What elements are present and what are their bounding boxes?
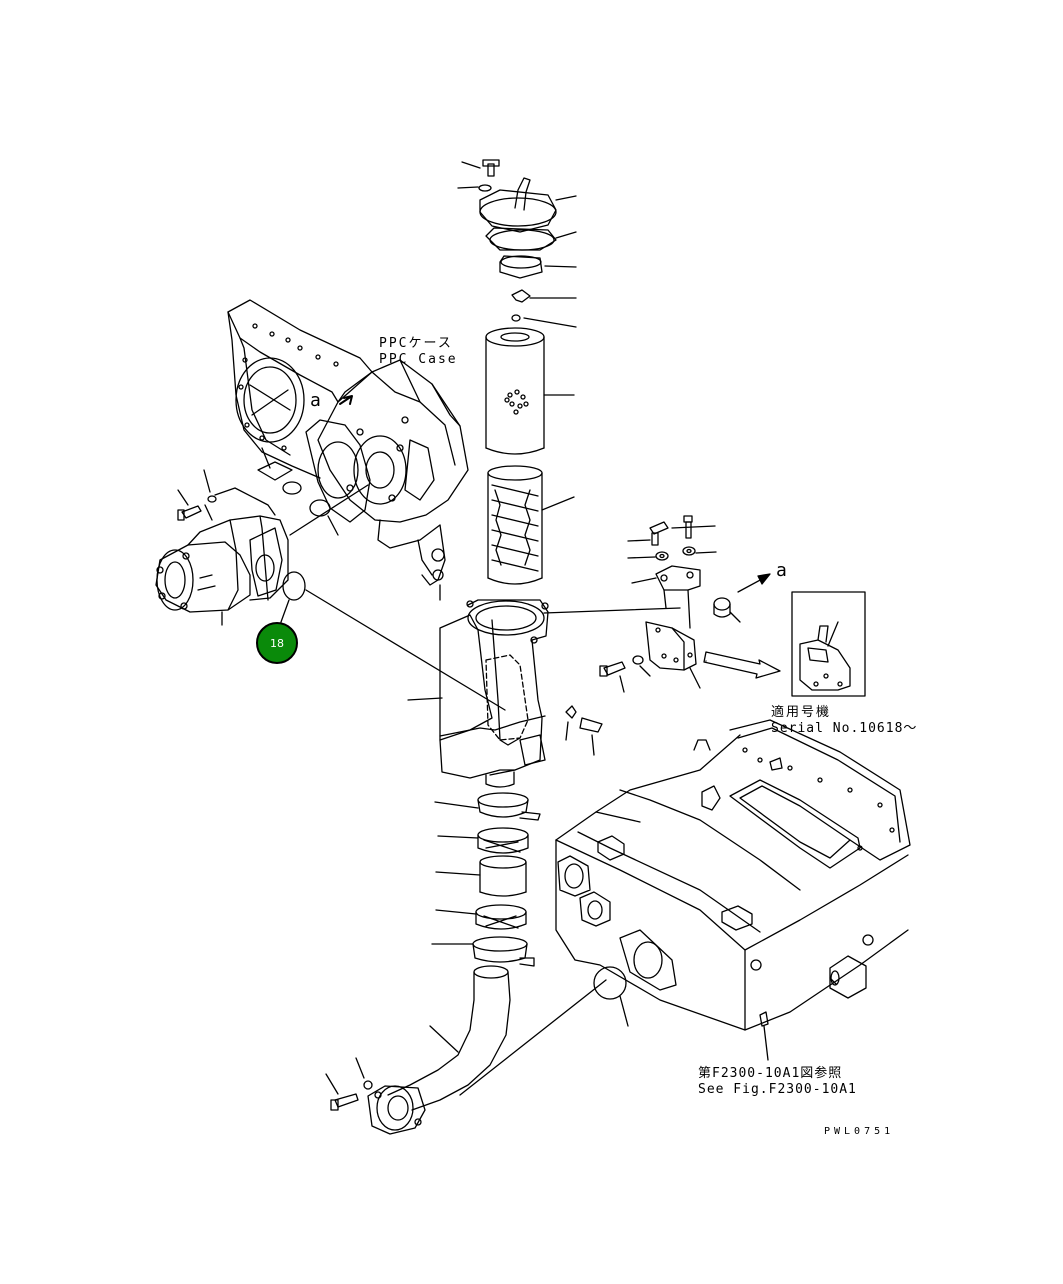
ppc-case	[227, 299, 469, 601]
pump-gasket	[282, 571, 306, 601]
ppc-case-label-jp: PPCケース	[379, 336, 453, 351]
suction-pipe	[367, 965, 607, 1135]
serial-label-jp: 適用号機	[771, 705, 832, 720]
filter-housing	[407, 599, 549, 788]
part-callout-18[interactable]: 18	[256, 622, 298, 664]
hydraulic-pump	[155, 487, 289, 626]
leader-housing-bracket	[543, 607, 681, 614]
serial-inset	[791, 591, 866, 697]
pump-bolts	[177, 469, 217, 521]
strainer	[487, 465, 575, 585]
housing-bolt	[565, 705, 603, 756]
hose-clamps	[431, 792, 541, 967]
pipe-bolts	[325, 1057, 373, 1111]
filter-element	[485, 327, 575, 455]
reference-a-case: a	[310, 390, 323, 411]
callout-number: 18	[270, 636, 284, 650]
hydraulic-tank	[555, 719, 911, 1061]
see-fig-label-en: See Fig.F2300-10A1	[698, 1082, 857, 1097]
drawing-number: PWL0751	[824, 1126, 895, 1137]
bracket-assembly	[599, 515, 781, 693]
reference-a-bracket: a	[776, 560, 789, 581]
ppc-case-label-en: PPC Case	[379, 352, 458, 367]
serial-label-en: Serial No.10618～	[771, 721, 918, 736]
gaskets	[257, 447, 339, 536]
filter-cap	[457, 159, 577, 328]
see-fig-label-jp: 第F2300-10A1図参照	[698, 1066, 843, 1081]
tank-gasket	[593, 966, 627, 1000]
